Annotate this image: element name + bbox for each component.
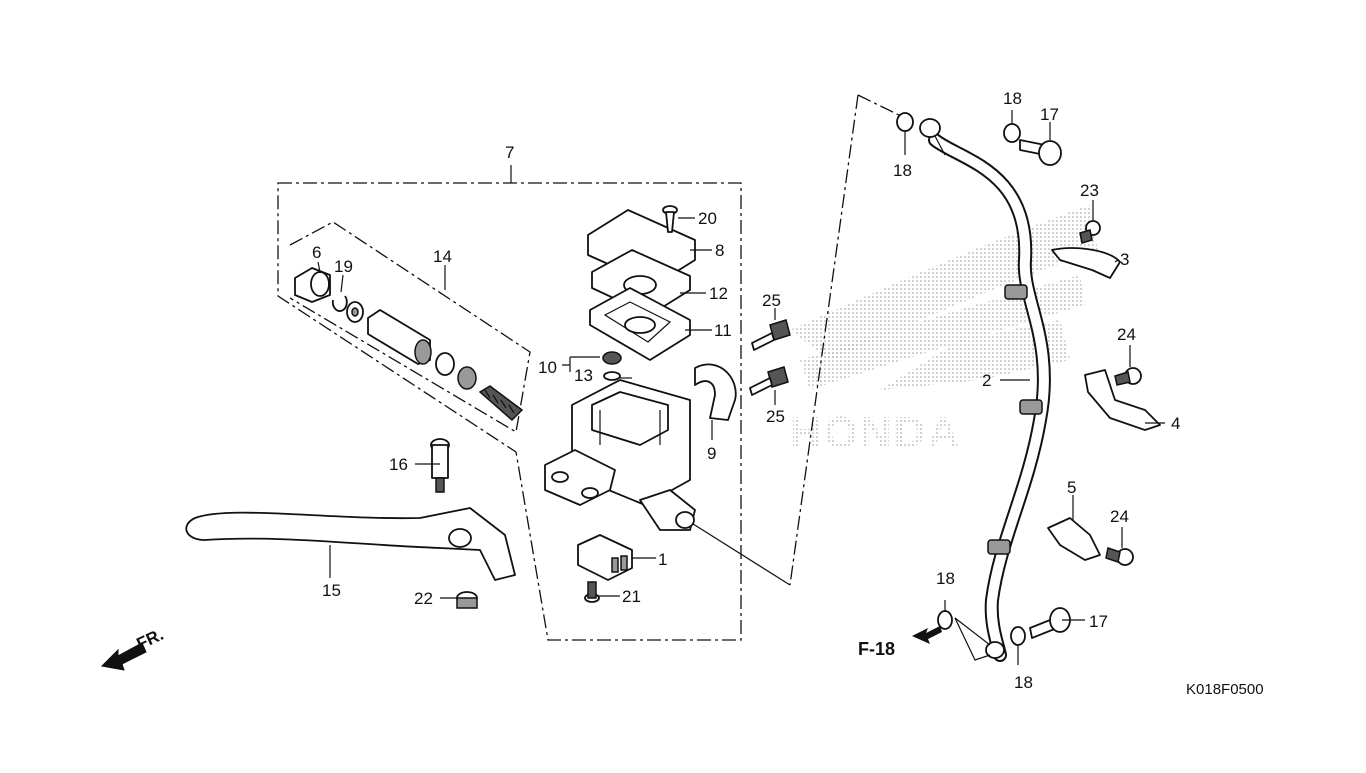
bolt-17-lower (1029, 607, 1071, 639)
washer-18-d (1010, 626, 1026, 646)
bolt-25-upper (751, 319, 791, 351)
ref-arrow-icon (912, 626, 942, 644)
callout-22: 22 (414, 589, 433, 608)
hose-group-outline-top (857, 94, 906, 119)
brake-switch-1 (577, 534, 633, 581)
bracket-10 (562, 356, 600, 372)
brake-lever-15 (185, 507, 516, 581)
bolt-17-upper (1019, 139, 1062, 166)
callout-2: 2 (982, 371, 991, 390)
leader-banjo (689, 521, 791, 586)
reservoir-cover-stack (587, 209, 696, 361)
callout-23: 23 (1080, 181, 1099, 200)
hose-grommets (987, 284, 1043, 555)
ref-f18-label[interactable]: F-18 (858, 639, 895, 659)
lever-pivot-hole (448, 528, 472, 548)
piston-kit (294, 267, 524, 422)
callout-17-top: 17 (1040, 105, 1059, 124)
callout-18-left: 18 (893, 161, 912, 180)
callout-18-bottom: 18 (1014, 673, 1033, 692)
callout-13: 13 (574, 366, 593, 385)
callout-19: 19 (334, 257, 353, 276)
callout-25-upper: 25 (762, 291, 781, 310)
leader-lines (317, 122, 1165, 661)
diagram-code: K018F0500 (1186, 681, 1264, 698)
callout-7: 7 (505, 143, 514, 162)
callout-15: 15 (322, 581, 341, 600)
callout-1: 1 (658, 550, 667, 569)
callout-18-top: 18 (1003, 89, 1022, 108)
reservoir-boot-13 (602, 351, 622, 381)
callout-24-upper: 24 (1117, 325, 1136, 344)
honda-wing-watermark: HONDA (790, 205, 1098, 457)
callout-16: 16 (389, 455, 408, 474)
front-arrow-icon (100, 642, 147, 671)
hose-group-outline-left (789, 94, 859, 586)
ref-f18[interactable]: F-18 (858, 626, 942, 659)
screw-24-lower (1105, 547, 1134, 566)
watermark-text: HONDA (790, 408, 961, 457)
callouts: 7 14 6 19 20 8 12 11 10 13 9 25 25 16 1 … (312, 89, 1180, 692)
banjo-lower (985, 641, 1005, 659)
callout-12: 12 (709, 284, 728, 303)
callout-25-lower: 25 (766, 407, 785, 426)
callout-8: 8 (715, 241, 724, 260)
clamp-4 (1084, 369, 1161, 431)
master-cylinder-body (544, 379, 696, 531)
screw-23 (1079, 220, 1101, 244)
master-cylinder-group-outline (277, 182, 742, 641)
pivot-bolt-16 (430, 438, 450, 493)
callout-17-lower: 17 (1089, 612, 1108, 631)
callout-20: 20 (698, 209, 717, 228)
callout-10: 10 (538, 358, 557, 377)
holder-9 (694, 363, 737, 421)
callout-18-lower-left: 18 (936, 569, 955, 588)
banjo-upper (919, 118, 946, 156)
callout-14: 14 (433, 247, 452, 266)
front-direction-indicator: FR. (100, 625, 167, 671)
clamp-3 (1051, 247, 1121, 279)
washer-18-b (1003, 123, 1021, 143)
screw-24-upper (1114, 367, 1142, 386)
callout-9: 9 (707, 444, 716, 463)
clamp-5 (1047, 517, 1101, 561)
piston-kit-group-outline (289, 221, 531, 434)
callout-11: 11 (714, 321, 732, 340)
screw-21 (584, 581, 600, 603)
callout-24-lower: 24 (1110, 507, 1129, 526)
callout-21: 21 (622, 587, 641, 606)
callout-3: 3 (1120, 250, 1129, 269)
nut-22 (456, 591, 478, 609)
washer-18-a (896, 112, 914, 132)
screw-20 (662, 205, 678, 233)
callout-5: 5 (1067, 478, 1076, 497)
callout-4: 4 (1171, 414, 1180, 433)
bolt-25-lower (749, 366, 789, 396)
callout-6: 6 (312, 243, 321, 262)
